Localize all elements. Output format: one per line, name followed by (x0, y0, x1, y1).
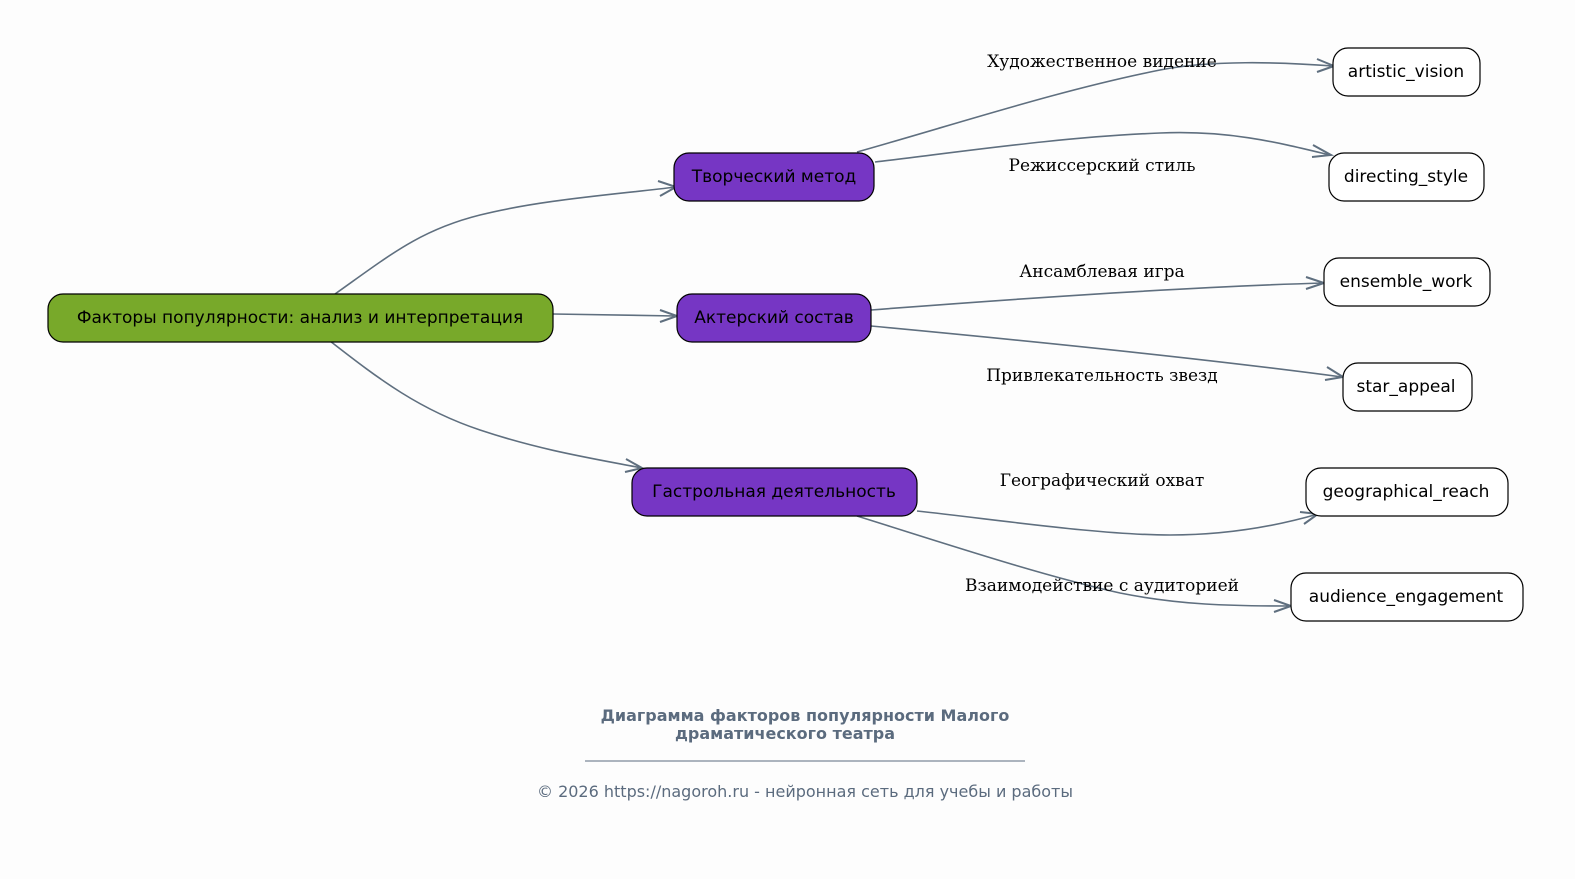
leaf-node-label: directing_style (1344, 167, 1468, 187)
arrowhead-icon (624, 458, 645, 473)
edge-root-touring (329, 340, 643, 469)
leaf-node-label: geographical_reach (1323, 482, 1490, 502)
leaf-node-box (1323, 257, 1491, 307)
edge-touring-geographical-reach (916, 510, 1319, 536)
category-node-box (631, 467, 918, 517)
leaf-node-label: star_appeal (1356, 377, 1455, 397)
edge-method-directing-style (874, 131, 1331, 163)
leaf-node-directing-style[interactable]: directing_style (1328, 152, 1485, 202)
category-node-box (673, 152, 875, 202)
caption-title-line2: драматического театра (675, 724, 895, 743)
leaf-node-label: ensemble_work (1340, 272, 1473, 292)
caption-copyright: © 2026 https://nagoroh.ru - нейронная се… (537, 782, 1073, 801)
leaf-node-label: audience_engagement (1309, 587, 1504, 607)
edge-label-artistic-vision: Художественное видение (987, 52, 1217, 72)
root-node-box (47, 293, 554, 343)
leaf-node-box (1332, 47, 1481, 97)
leaf-node-ensemble-work[interactable]: ensemble_work (1323, 257, 1491, 307)
root-node[interactable]: Факторы популярности: анализ и интерпрет… (47, 293, 554, 343)
leaf-node-artistic-vision[interactable]: artistic_vision (1332, 47, 1481, 97)
edge-root-cast (552, 313, 677, 317)
leaf-node-box (1342, 362, 1473, 412)
caption-title-line1: Диаграмма факторов популярности Малого (601, 706, 1010, 725)
caption: Диаграмма факторов популярности Малого д… (537, 706, 1073, 801)
edge-cast-star-appeal (870, 325, 1343, 378)
edge-label-directing-style: Режиссерский стиль (1009, 156, 1196, 176)
category-node-touring[interactable]: Гастрольная деятельность (631, 467, 918, 517)
arrowhead-icon (1324, 366, 1346, 381)
leaf-node-star-appeal[interactable]: star_appeal (1342, 362, 1473, 412)
edge-cast-ensemble-work (870, 282, 1325, 311)
edge-labels: Художественное видение Режиссерский стил… (965, 52, 1239, 596)
leaf-node-geographical-reach[interactable]: geographical_reach (1305, 467, 1509, 517)
leaf-node-audience-engagement[interactable]: audience_engagement (1290, 572, 1524, 622)
leaf-node-box (1290, 572, 1524, 622)
category-node-cast[interactable]: Актерский состав (676, 293, 872, 343)
edge-method-artistic-vision (856, 61, 1334, 153)
category-node-method[interactable]: Творческий метод (673, 152, 875, 202)
edge-label-ensemble-work: Ансамблевая игра (1019, 262, 1184, 282)
edge-label-audience-engagement: Взаимодействие с аудиторией (965, 576, 1239, 596)
edges (329, 58, 1346, 613)
edge-root-method (334, 186, 677, 295)
root-node-label: Факторы популярности: анализ и интерпрет… (77, 308, 523, 328)
leaf-node-box (1305, 467, 1509, 517)
edge-label-star-appeal: Привлекательность звезд (986, 366, 1218, 386)
category-node-label: Гастрольная деятельность (652, 482, 896, 502)
category-node-label: Творческий метод (691, 167, 857, 187)
leaf-node-box (1328, 152, 1485, 202)
category-node-label: Актерский состав (694, 308, 854, 328)
category-node-box (676, 293, 872, 343)
edge-label-geographical-reach: Географический охват (1000, 471, 1205, 491)
leaf-node-label: artistic_vision (1348, 62, 1464, 82)
edge-touring-audience-engagement (856, 515, 1292, 607)
arrowhead-icon (1311, 144, 1335, 158)
